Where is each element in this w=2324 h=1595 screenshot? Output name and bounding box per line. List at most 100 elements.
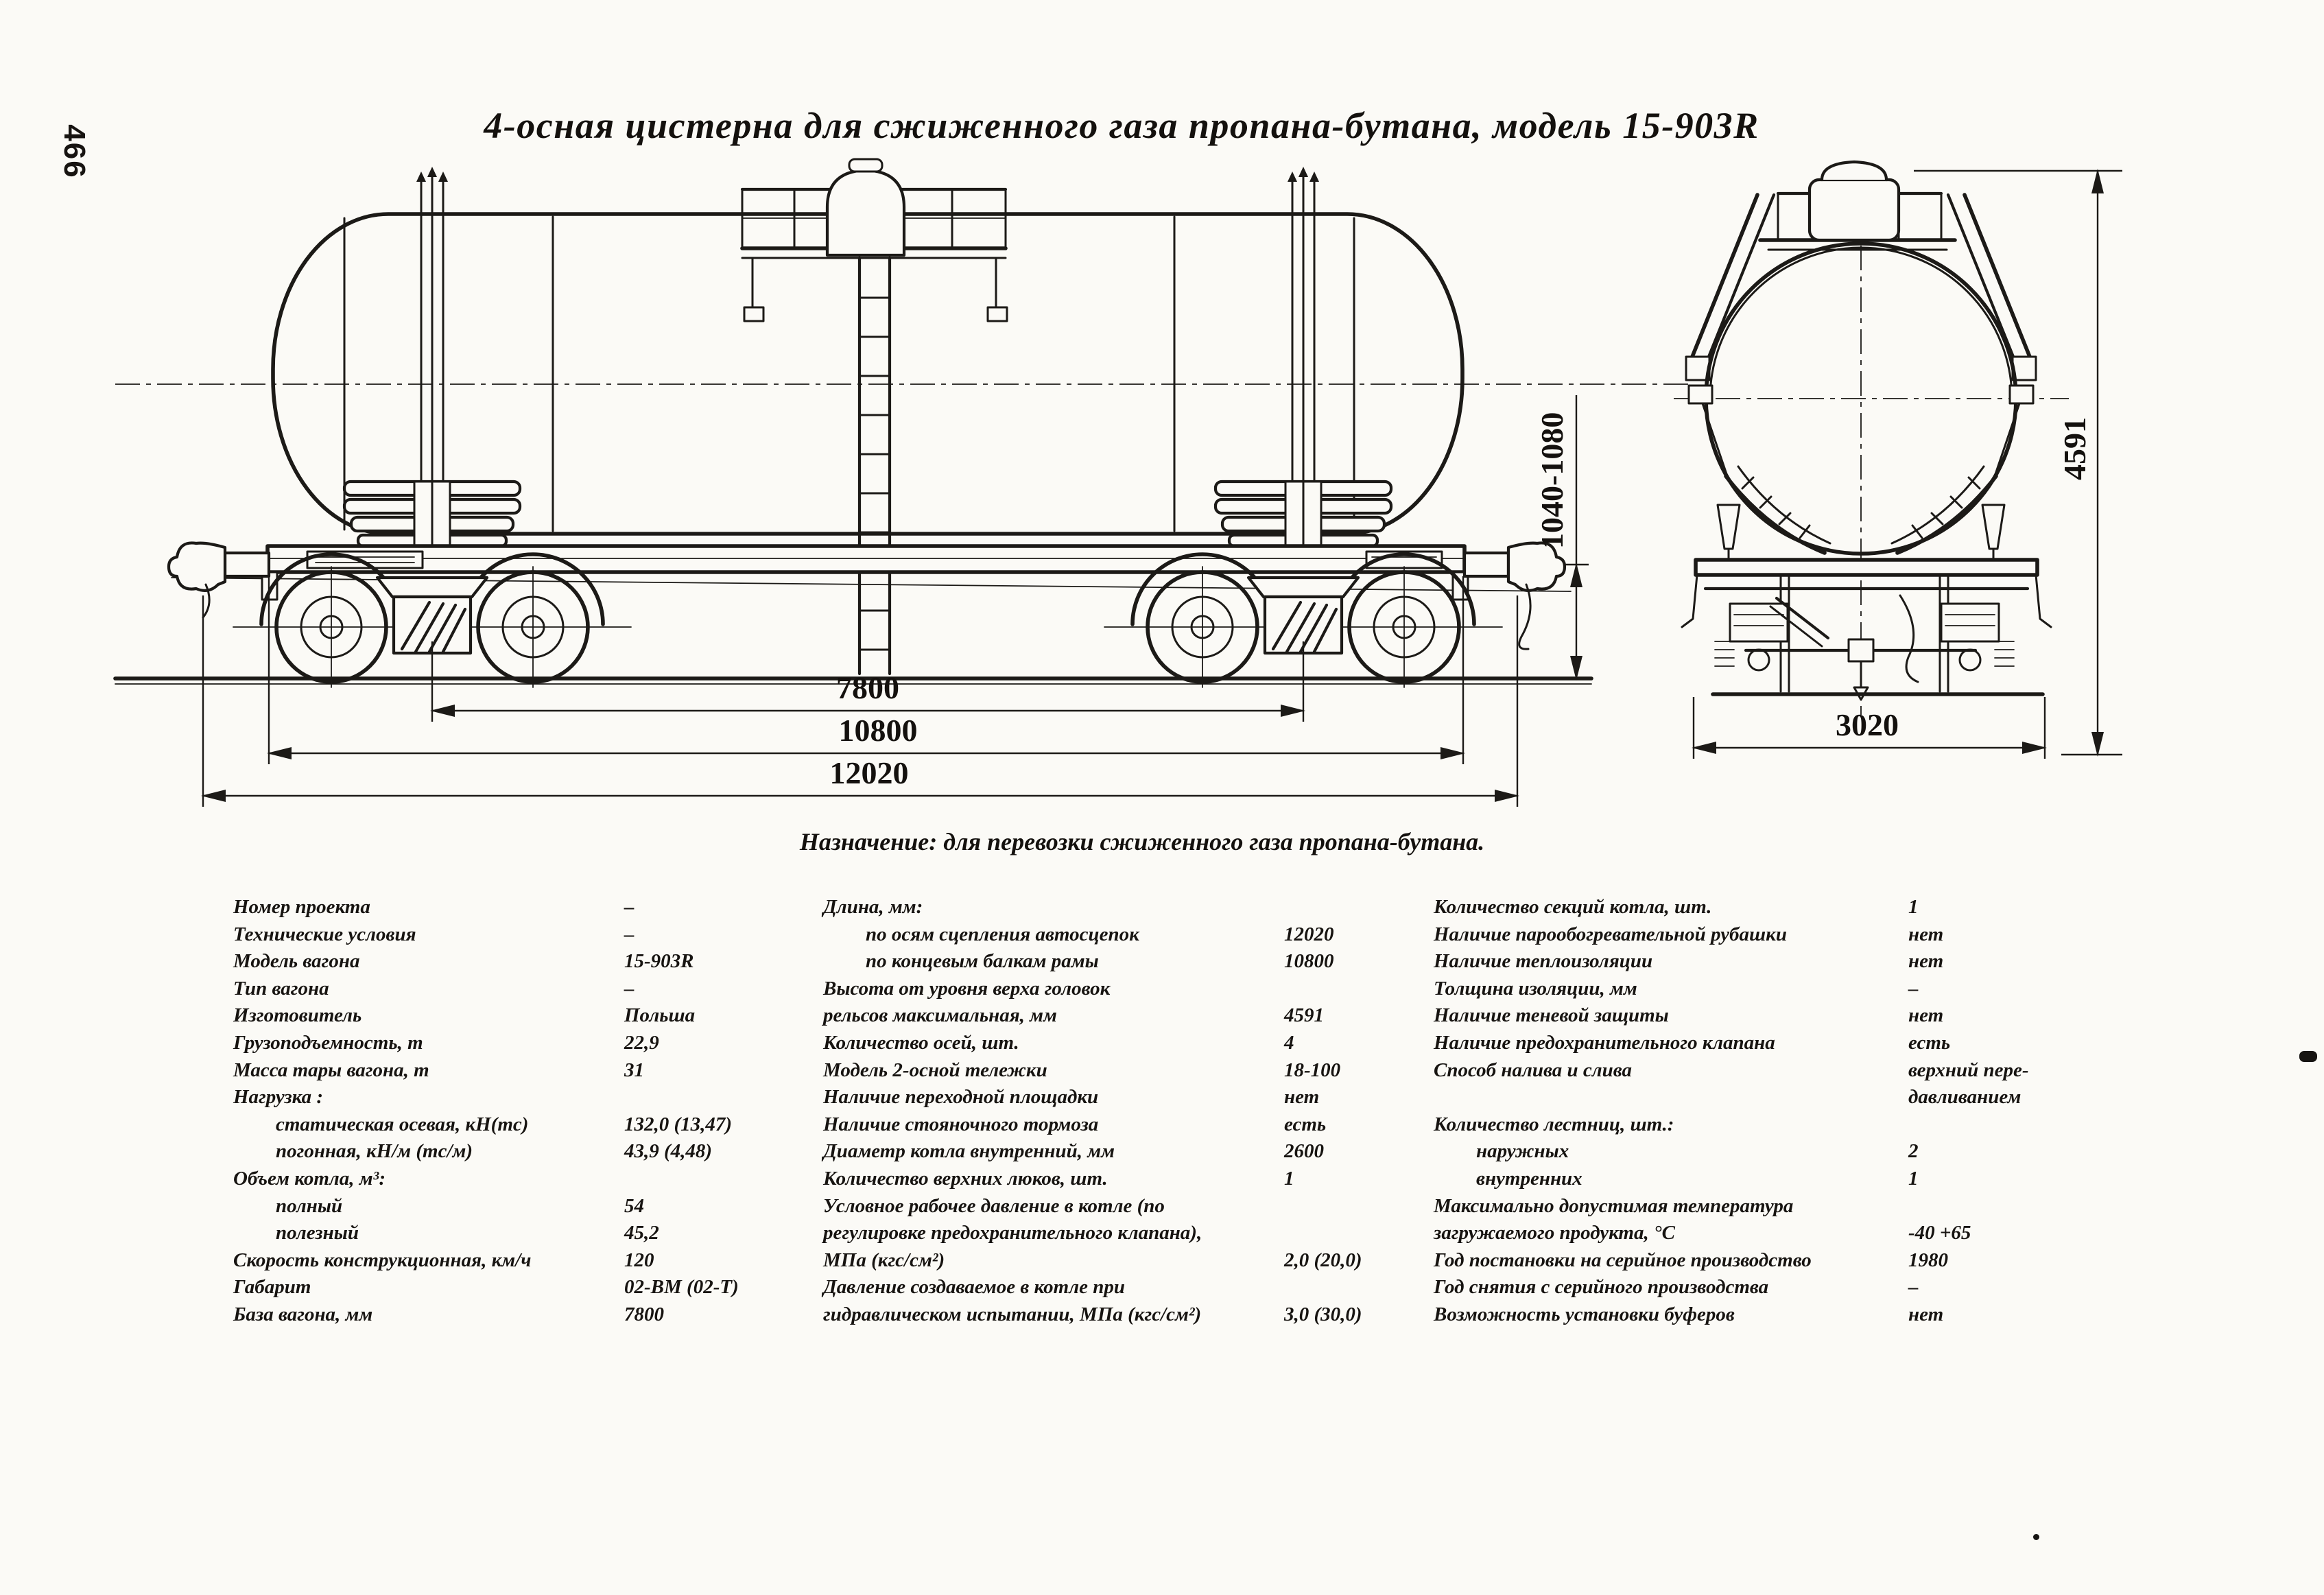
spec-label: Объем котла, м³: — [233, 1167, 386, 1190]
spec-value: есть — [1908, 1031, 1951, 1054]
spec-label: внутренних — [1476, 1167, 1582, 1190]
spec-value: 45,2 — [624, 1222, 659, 1244]
spec-row: Давление создаваемое в котле при — [823, 1276, 1202, 1303]
spec-label: Грузоподъемность, т — [233, 1031, 423, 1054]
spec-column-general: Номер проекта – Технические условия–Модель… — [233, 896, 739, 1331]
spec-label: Наличие переходной площадки — [823, 1086, 1099, 1109]
spec-value: – — [1908, 977, 1919, 1000]
spec-value: 7800 — [624, 1303, 664, 1325]
spec-row: по концевым балкам рамы 10800 — [823, 950, 1334, 978]
spec-value: 120 — [624, 1249, 654, 1271]
spec-label: Модель вагона — [233, 950, 360, 973]
spec-value: 132,0 (13,47) — [624, 1113, 733, 1135]
spec-row: внутренних 1 — [1434, 1167, 1919, 1195]
spec-value: 22,9 — [624, 1031, 659, 1054]
spec-label: Количество осей, шт. — [823, 1031, 1019, 1054]
spec-value: 18-100 — [1284, 1059, 1341, 1081]
spec-row: Тип вагона– — [233, 978, 635, 1005]
spec-value: верхний пере- — [1908, 1059, 2029, 1081]
end-view — [1674, 160, 2069, 715]
spec-value: 1 — [1908, 896, 1919, 918]
spec-value: нет — [1908, 1004, 1944, 1027]
spec-row: Толщина изоляции, мм– — [1434, 978, 1919, 1005]
spec-row: Номер проекта – — [233, 896, 635, 923]
side-view — [113, 158, 1689, 687]
spec-row: Наличие теплоизоляции нет — [1434, 950, 1943, 978]
spec-label: Высота от уровня верха головок — [823, 977, 1111, 1000]
spec-value: 10800 — [1284, 950, 1334, 973]
spec-row: Количество верхних люков, шт. 1 — [823, 1167, 1294, 1195]
spec-row: регулировке предохранительного клапана), — [823, 1222, 1202, 1249]
spec-row: Масса тары вагона, т 31 — [233, 1059, 644, 1087]
end-dimensions: 3020 4591 — [1692, 169, 2122, 759]
spec-row: Высота от уровня верха головок — [823, 978, 1202, 1005]
spec-label: погонная, кН/м (тс/м) — [276, 1140, 473, 1163]
coupler-right — [1462, 541, 1567, 650]
dim-overall-length: 12020 — [830, 755, 909, 790]
spec-label: по концевым балкам рамы — [866, 950, 1099, 973]
spec-label: Изготовитель — [233, 1004, 362, 1027]
spec-row: давливанием — [1434, 1086, 2021, 1113]
spec-value: -40 +65 — [1908, 1222, 1971, 1244]
spec-row: Технические условия– — [233, 923, 635, 951]
spec-label: Наличие теплоизоляции — [1434, 950, 1653, 973]
spec-label: Масса тары вагона, т — [233, 1059, 429, 1081]
spec-label: Год снятия с серийного производства — [1434, 1276, 1769, 1299]
spec-value: 15-903R — [624, 950, 694, 973]
spec-label: Количество секций котла, шт. — [1434, 896, 1712, 918]
spec-label: Давление создаваемое в котле при — [823, 1276, 1125, 1299]
spec-label: База вагона, мм — [233, 1303, 373, 1325]
spec-value: нет — [1908, 950, 1944, 973]
spec-row: загружаемого продукта, °С -40 +65 — [1434, 1222, 1971, 1249]
spec-value: 1 — [1908, 1167, 1919, 1190]
spec-label: Возможность установки буферов — [1434, 1303, 1735, 1325]
spec-label: Диаметр котла внутренний, мм — [823, 1140, 1115, 1163]
side-dimensions: 7800 10800 12020 1040-1080 — [201, 395, 1593, 807]
spec-value: 1980 — [1908, 1249, 1948, 1271]
spec-row: Грузоподъемность, т 22,9 — [233, 1031, 659, 1059]
spec-value: – — [624, 977, 635, 1000]
spec-label: полный — [276, 1194, 343, 1217]
spec-row: Модель вагона 15-903R — [233, 950, 694, 978]
spec-label: Номер проекта — [233, 896, 370, 918]
spec-label: Количество верхних люков, шт. — [823, 1167, 1108, 1190]
spec-value: 02-ВМ (02-Т) — [624, 1276, 739, 1299]
spec-value: есть — [1284, 1113, 1327, 1135]
dim-coupler-height: 1040-1080 — [1534, 412, 1569, 549]
spec-value: 3,0 (30,0) — [1284, 1303, 1362, 1325]
dome-cap-end — [1807, 178, 1901, 242]
purpose-line: Назначение: для перевозки сжиженного газ… — [799, 828, 1485, 855]
spec-label: полезный — [276, 1222, 359, 1244]
spec-value: 31 — [624, 1059, 644, 1081]
spec-label: Наличие парообогревательной рубашки — [1434, 923, 1787, 945]
spec-value: 1 — [1284, 1167, 1294, 1190]
spec-row: Количество лестниц, шт.: — [1434, 1113, 1812, 1141]
spec-row: статическая осевая, кН(тс)132,0 (13,47) — [233, 1113, 732, 1141]
spec-value: 4591 — [1284, 1004, 1324, 1027]
spec-value: 43,9 (4,48) — [624, 1140, 713, 1163]
spec-label: загружаемого продукта, °С — [1434, 1222, 1675, 1244]
coupler-left — [167, 541, 271, 619]
spec-row: Длина, мм: — [823, 896, 1202, 923]
spec-label: Модель 2-осной тележки — [823, 1059, 1047, 1081]
spec-value: – — [624, 896, 635, 918]
spec-value: Польша — [624, 1004, 696, 1027]
dim-overall-height: 4591 — [2057, 417, 2092, 480]
dim-frame-length: 10800 — [839, 713, 918, 748]
spec-label: Год постановки на серийное производство — [1434, 1249, 1812, 1271]
spec-row: погонная, кН/м (тс/м) 43,9 (4,48) — [233, 1140, 712, 1168]
